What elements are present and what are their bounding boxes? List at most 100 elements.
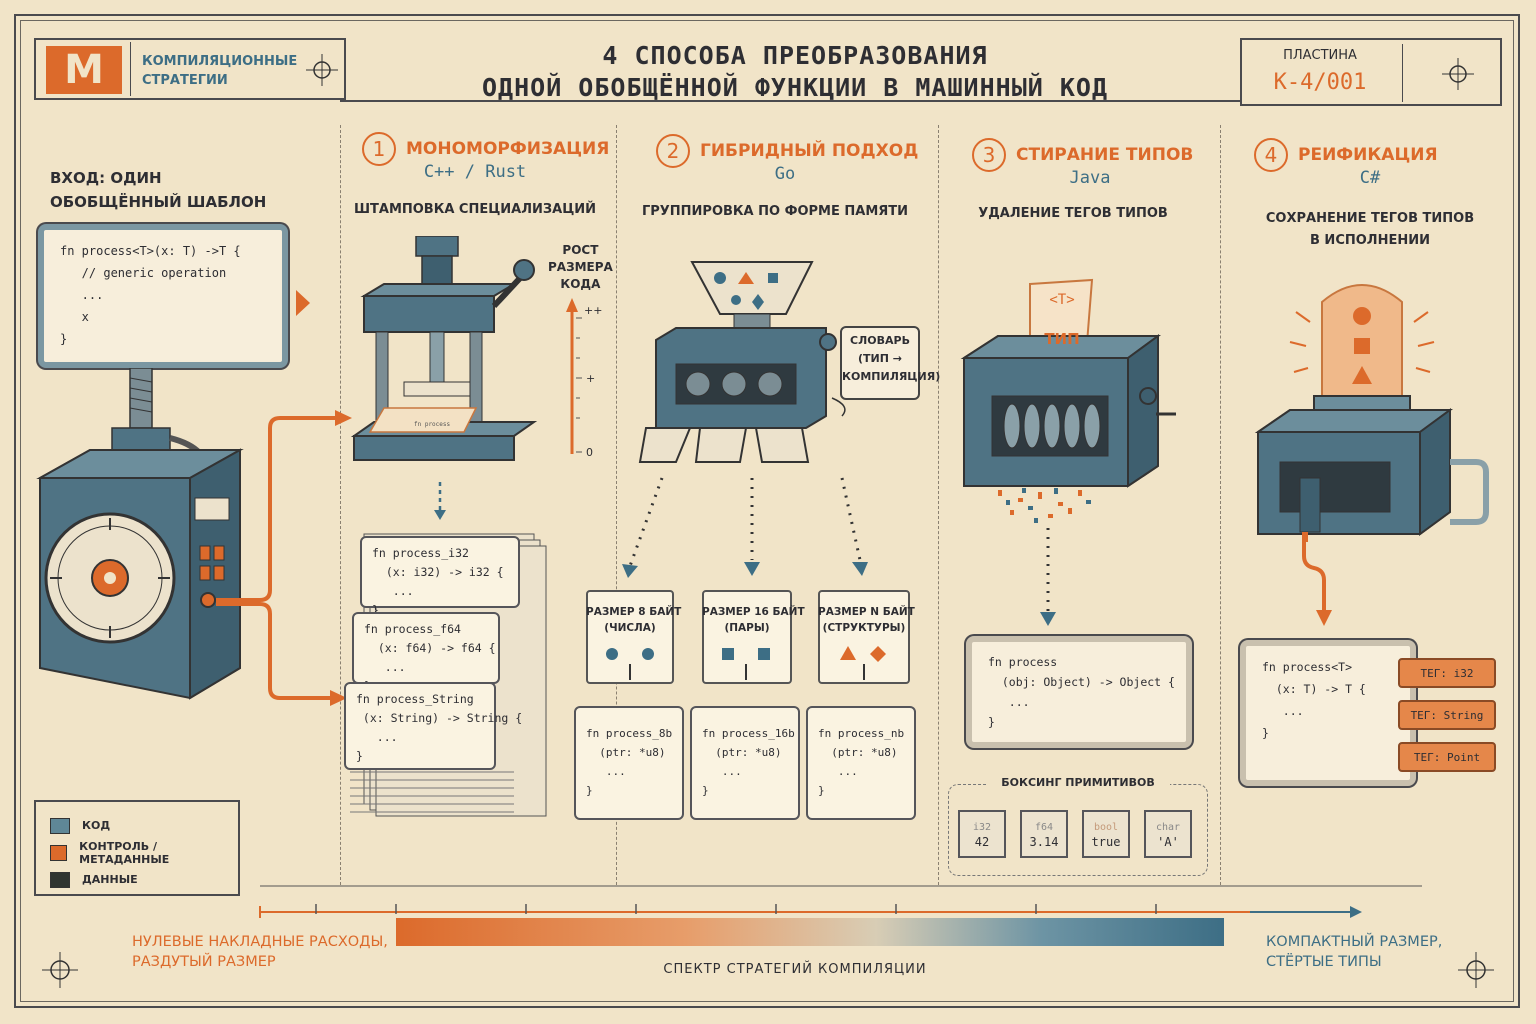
spectrum-right-line-1: КОМПАКТНЫЙ РАЗМЕР, [1266,934,1443,950]
reified-code-screen: fn process<T> (x: T) -> T { ... } [1240,640,1416,786]
arrow-down-icon [1302,532,1332,626]
strategy-number: 2 [656,134,690,168]
input-heading-line-2: ОБОБЩЁННЫЙ ШАБЛОН [50,193,267,211]
crosshair-icon [1458,952,1494,988]
dictionary-box: СЛОВАРЬ (ТИП → КОМПИЛЯЦИЯ) [840,326,940,400]
strategy-name: РЕИФИКАЦИЯ [1298,145,1438,165]
arrow-down-icon [1040,528,1056,626]
strategy-1-lang: C++ / Rust [423,162,527,182]
gauge-tick: ++ [584,304,603,317]
box-value: true [1091,835,1121,849]
boxed-bool: bool true [1082,810,1130,858]
group-nb-code: fn process_nb (ptr: *u8) ... } [806,706,916,820]
code-growth-label: РОСТ РАЗМЕРА КОДА [548,243,613,291]
spectrum-left-label: НУЛЕВЫЕ НАКЛАДНЫЕ РАСХОДЫ, РАЗДУТЫЙ РАЗМ… [132,932,388,972]
crosshair-icon [306,54,338,86]
strategy-1-heading: 1 МОНОМОРФИЗАЦИЯ [362,132,609,166]
brand-name: КОМПИЛЯЦИОННЫЕ СТРАТЕГИИ [142,52,297,90]
type-tag-point: ТЕГ: Point [1398,742,1496,772]
box-value: 3.14 [1029,835,1059,849]
divider [616,125,617,885]
brand-line-1: КОМПИЛЯЦИОННЫЕ [142,54,298,69]
spectrum-caption: СПЕКТР СТРАТЕГИЙ КОМПИЛЯЦИИ [663,962,927,977]
input-machine [36,368,352,706]
box-type: char [1155,822,1181,833]
group-8b-label-card [586,590,674,684]
erasure-code-screen: fn process (obj: Object) -> Object { ...… [966,636,1192,748]
spectrum-left-line-2: РАЗДУТЫЙ РАЗМЕР [132,954,276,970]
title-line-2: ОДНОЙ ОБОБЩЁННОЙ ФУНКЦИИ В МАШИННЫЙ КОД [482,73,1108,102]
stamp-text: fn process [414,421,451,428]
paper-type-tag: <T> [1049,292,1075,308]
arrow-right-icon [296,290,310,316]
strategy-1-subtitle: ШТАМПОВКА СПЕЦИАЛИЗАЦИЙ [353,202,597,217]
box-value: 'A' [1157,835,1179,849]
brand-box: М КОМПИЛЯЦИОННЫЕ СТРАТЕГИИ [34,38,346,100]
type-tag-i32: ТЕГ: i32 [1398,658,1496,688]
boxing-title: БОКСИНГ ПРИМИТИВОВ [986,776,1170,789]
spectrum-gradient-bar [396,918,1224,946]
strategy-4-lang: C# [1359,168,1381,188]
legend-label: КОНТРОЛЬ / МЕТАДАННЫЕ [79,839,170,866]
boxed-char: char 'A' [1144,810,1192,858]
legend: КОД КОНТРОЛЬ / МЕТАДАННЫЕ ДАННЫЕ [34,800,240,896]
triangle-shapes-icon [840,646,886,680]
boxed-i32: i32 42 [958,810,1006,858]
legend-item-code: КОД [50,812,224,839]
input-code-screen: fn process<T>(x: T) ->T { // generic ope… [38,224,288,368]
brand-line-2: СТРАТЕГИИ [142,73,228,88]
outer-frame [14,14,1520,1008]
mono-output-string: fn process_String (x: String) -> String … [344,682,522,770]
box-type: i32 [972,822,992,833]
paper-type-word: ТИП [1044,330,1080,348]
input-heading: ВХОД: ОДИН ОБОБЩЁННЫЙ ШАБЛОН [50,166,266,214]
legend-label: ДАННЫЕ [82,873,138,886]
strategy-2-subtitle: ГРУППИРОВКА ПО ФОРМЕ ПАМЯТИ [641,204,909,219]
spectrum-axis [259,885,1422,918]
legend-item-data: ДАННЫЕ [50,866,224,893]
strategy-2-lang: Go [774,164,796,184]
square-shapes-icon [722,648,770,680]
divider [1220,125,1221,885]
logo-letter: М [64,47,104,93]
strategy-number: 4 [1254,138,1288,172]
circle-shapes-icon [606,648,654,680]
plate-id: К-4/001 [1273,70,1367,95]
title-line-1: 4 СПОСОБА ПРЕОБРАЗОВАНИЯ [602,41,988,70]
group-16b-label: РАЗМЕР 16 БАЙТ (ПАРЫ) [702,606,805,634]
strategy-name: ГИБРИДНЫЙ ПОДХОД [700,141,919,161]
crosshair-icon [1442,58,1474,90]
gauge-tick: + [586,372,596,385]
stamping-press: fn process [350,236,538,461]
strategy-2-heading: 2 ГИБРИДНЫЙ ПОДХОД [656,134,918,168]
strategy-name: МОНОМОРФИЗАЦИЯ [406,139,610,159]
shredder-machine [960,278,1176,523]
grouping-machine [638,261,846,463]
legend-label: КОД [82,819,111,832]
page-title: 4 СПОСОБА ПРЕОБРАЗОВАНИЯ ОДНОЙ ОБОБЩЁННО… [360,40,1230,104]
group-8b-label: РАЗМЕР 8 БАЙТ (ЧИСЛА) [586,606,682,634]
plate-box: ПЛАСТИНА К-4/001 [1240,38,1502,106]
box-type: bool [1093,822,1119,833]
logo: М [46,46,122,94]
mono-output-i32: fn process_i32 (x: i32) -> i32 { ... } [360,536,520,617]
dotted-arrows [622,477,868,578]
spectrum-right-label: КОМПАКТНЫЙ РАЗМЕР, СТЁРТЫЕ ТИПЫ [1266,932,1442,972]
mono-output-f64: fn process_f64 (x: f64) -> f64 { ... } [352,612,500,693]
strategy-number: 3 [972,138,1006,172]
strategy-3-lang: Java [1069,168,1111,188]
strategy-name: СТИРАНИЕ ТИПОВ [1016,145,1194,165]
strategy-3-subtitle: УДАЛЕНИЕ ТЕГОВ ТИПОВ [978,206,1168,221]
group-16b-code: fn process_16b (ptr: *u8) ... } [690,706,800,820]
reification-machine [1254,284,1489,542]
boxed-f64: f64 3.14 [1020,810,1068,858]
strategy-number: 1 [362,132,396,166]
strategy-4-heading: 4 РЕИФИКАЦИЯ [1254,138,1438,172]
gauge-tick: 0 [586,446,593,459]
input-heading-line-1: ВХОД: ОДИН [50,169,162,187]
plate-label: ПЛАСТИНА [1283,48,1357,63]
box-value: 42 [974,835,990,849]
strategy-4-subtitle-line-1: СОХРАНЕНИЕ ТЕГОВ ТИПОВ [1265,211,1475,226]
spectrum-left-line-1: НУЛЕВЫЕ НАКЛАДНЫЕ РАСХОДЫ, [132,934,388,950]
strategy-4-subtitle-line-2: В ИСПОЛНЕНИИ [1310,233,1430,248]
